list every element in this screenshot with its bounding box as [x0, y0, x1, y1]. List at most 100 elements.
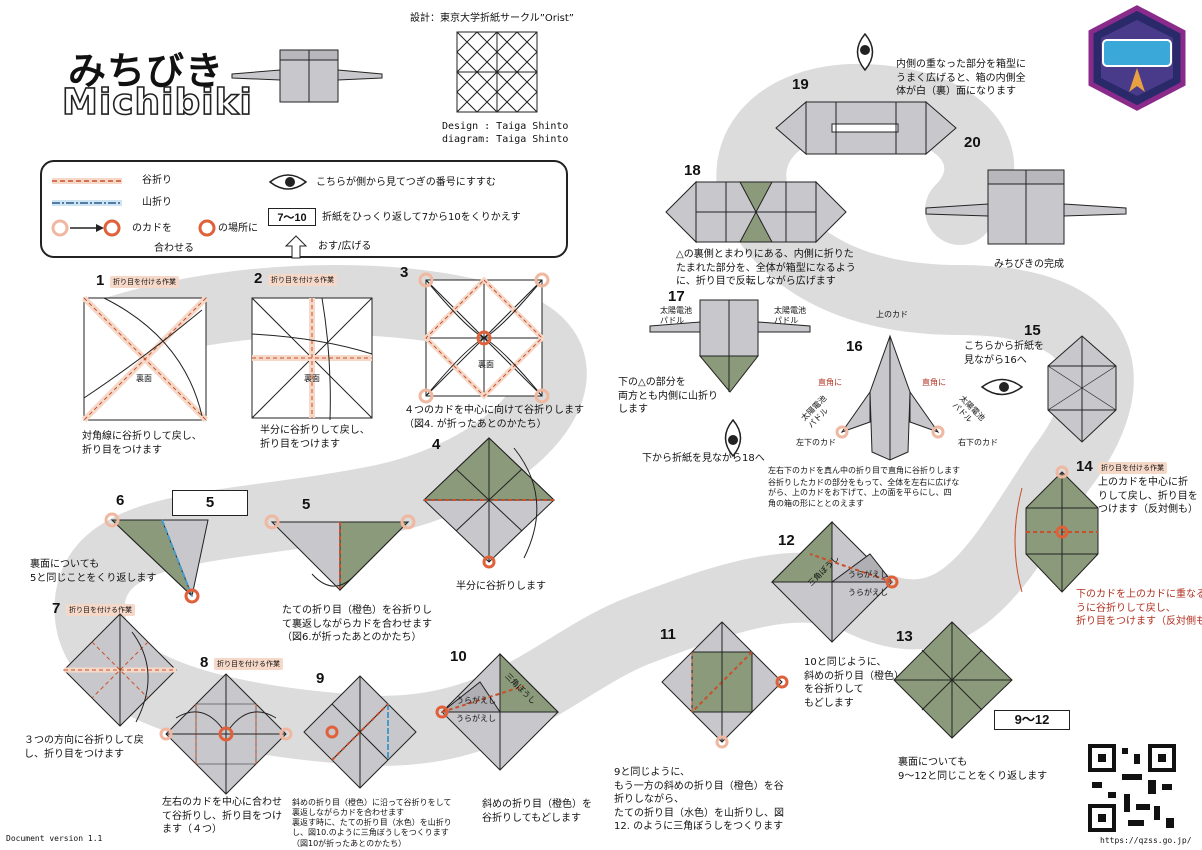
- logo: [1088, 5, 1186, 111]
- eye-icon: [268, 174, 308, 190]
- step-17-number: 17: [668, 288, 685, 305]
- step-12-flap-b: うらがえし: [848, 588, 888, 597]
- step-10-flap-a: うらがえし: [456, 696, 496, 705]
- step-3-number: 3: [400, 264, 409, 281]
- legend-match-b: の場所に: [218, 223, 258, 234]
- step-11-number: 11: [660, 626, 676, 643]
- qr-code: [1088, 744, 1176, 832]
- step-2-tag: 折り目を付ける作業: [268, 274, 337, 286]
- step-18-diagram: [665, 180, 847, 244]
- step-6-diagram: [104, 512, 209, 604]
- step-7-text: ３つの方向に谷折りして戻 し、折り目をつけます: [24, 735, 144, 760]
- step-20-text: みちびきの完成: [994, 259, 1064, 270]
- step-6-text: 裏面についても 5と同じことをくり返します: [30, 559, 157, 584]
- step-7-tag: 折り目を付ける作業: [66, 604, 135, 616]
- crease-pattern: [456, 31, 538, 113]
- step-2-diagram: [251, 297, 373, 421]
- title-jp: みちびき: [68, 49, 225, 93]
- step-18-text: △の裏側とまわりにある、内側に折りた たまれた部分を、全体が箱型になるよう に、…: [676, 249, 856, 287]
- step-10-text: 斜めの折り目（橙色）を 谷折りしてもどします: [482, 799, 592, 824]
- step-4-diagram: [422, 437, 556, 569]
- step-20-diagram: [925, 169, 1127, 245]
- step-2-label: 裏面: [304, 374, 320, 383]
- step-13-number: 13: [896, 628, 913, 645]
- step-17-view: 下から折紙を見ながら18へ: [642, 453, 765, 464]
- step-20-number: 20: [964, 134, 981, 151]
- legend-match-icon: [51, 219, 121, 237]
- legend-push: おす/広げる: [318, 241, 372, 252]
- step-1-text: 対角線に谷折りして戻し、 折り目をつけます: [82, 431, 202, 456]
- step-9-number: 9: [316, 670, 325, 687]
- step-13-box: 9～12: [994, 710, 1070, 730]
- step-19-eye-icon: [856, 32, 874, 72]
- footer-url: https://qzss.go.jp/: [1100, 836, 1192, 845]
- step-4-text: 半分に谷折りします: [456, 581, 546, 592]
- step-15-number: 15: [1024, 322, 1041, 339]
- step-17-paddle-l: 太陽電池 パドル: [660, 306, 692, 326]
- design-line: Design : Taiga Shinto: [442, 121, 569, 132]
- step-10-diagram: [435, 652, 560, 771]
- step-5-diagram: [264, 514, 416, 592]
- step-14-note: 下のカドを上のカドに重なるよ うに谷折りして戻し、 折り目をつけます（反対側も）: [1076, 589, 1202, 627]
- step-7-number: 7: [52, 600, 61, 617]
- step-8-number: 8: [200, 654, 209, 671]
- step-14-number: 14: [1076, 458, 1093, 475]
- step-10-flap-b: うらがえし: [456, 714, 496, 723]
- step-15-eye-icon: [980, 378, 1024, 396]
- step-19-number: 19: [792, 76, 809, 93]
- step-2-text: 半分に谷折りして戻し、 折り目をつけます: [260, 425, 370, 450]
- step-14-tag: 折り目を付ける作業: [1098, 462, 1167, 474]
- step-16-bl: 左下のカド: [796, 438, 836, 447]
- title-en: Michibiki: [61, 81, 253, 124]
- step-8-tag: 折り目を付ける作業: [214, 658, 283, 670]
- step-1-tag: 折り目を付ける作業: [110, 276, 179, 288]
- step-8-diagram: [159, 673, 293, 795]
- step-9-bullet-1: 斜めの折り目（橙色）に沿って谷折りをして 裏返しながらカドを合わせます: [292, 798, 452, 818]
- step-7-diagram: [63, 613, 177, 727]
- step-13-diagram: [893, 621, 1013, 739]
- step-12-number: 12: [778, 532, 795, 549]
- step-6-box: 5: [172, 490, 248, 516]
- step-10-number: 10: [450, 648, 467, 665]
- step-12-diagram: [770, 520, 899, 643]
- step-3-text: ４つのカドを中心に向けて谷折りします （図4. が折ったあとのかたち）: [404, 405, 584, 430]
- legend-target-icon: [198, 219, 216, 237]
- step-16-top: 上のカド: [876, 310, 908, 319]
- legend-match-c: 合わせる: [154, 243, 194, 254]
- step-16-right-right: 直角に: [922, 378, 946, 387]
- step-14-diagram: [1014, 465, 1099, 593]
- step-1-label: 裏面: [136, 374, 152, 383]
- step-14-text: 上のカドを中心に折 りして戻し、折り目を つけます（反対側も）: [1098, 477, 1198, 515]
- step-16-br: 右下のカド: [958, 438, 998, 447]
- step-15-text: こちらから折紙を 見ながら16へ: [964, 341, 1044, 366]
- step-15-diagram: [1047, 335, 1117, 443]
- step-17-diagram: [649, 299, 811, 393]
- step-16-diagram: [835, 334, 945, 461]
- step-4-number: 4: [432, 436, 441, 453]
- legend-valley-line: [52, 178, 122, 184]
- legend-repeat: 折紙をひっくり返して7から10をくりかえす: [322, 212, 521, 223]
- step-5-text: たての折り目（橙色）を谷折りし て裏返しながらカドを合わせます （図6.が折った…: [282, 605, 432, 643]
- step-19-text: 内側の重なった部分を箱型に うまく広げると、箱の内側全 体が白（裏）面になります: [896, 59, 1026, 97]
- step-6-number: 6: [116, 492, 125, 509]
- step-9-bullet-2: 裏返す時に、たての折り目（水色）を山折り し、図10.のように三角ぼうしをつくり…: [292, 818, 452, 848]
- step-19-diagram: [775, 100, 957, 156]
- step-11-diagram: [661, 621, 789, 749]
- legend-mountain: 山折り: [142, 197, 172, 208]
- footer-version: Document version 1.1: [6, 834, 103, 843]
- step-17-paddle-r: 太陽電池 パドル: [774, 306, 806, 326]
- step-1-number: 1: [96, 272, 105, 289]
- push-arrow-icon: [284, 235, 308, 259]
- step-16-bullet-1: 左右下のカドを真ん中の折り目で直角に谷折りします: [768, 466, 960, 475]
- step-5-number: 5: [302, 496, 311, 513]
- step-9-diagram: [303, 675, 417, 789]
- step-3-label: 裏面: [478, 360, 494, 369]
- legend-repeat-box: 7～10: [268, 208, 316, 226]
- step-16-bullet-2: 谷折りしたカドの部分をもって、全体を左右に広げな がら、上のカドをお下げて、上の…: [768, 478, 960, 508]
- step-13-text: 裏面についても 9～12と同じことをくり返します: [898, 757, 1048, 782]
- step-16-number: 16: [846, 338, 863, 355]
- step-17-eye-icon: [724, 418, 742, 458]
- step-16-left-right: 直角に: [818, 378, 842, 387]
- step-17-text: 下の△の部分を 両方とも内側に山折り します: [618, 377, 718, 415]
- step-1-diagram: [81, 295, 209, 423]
